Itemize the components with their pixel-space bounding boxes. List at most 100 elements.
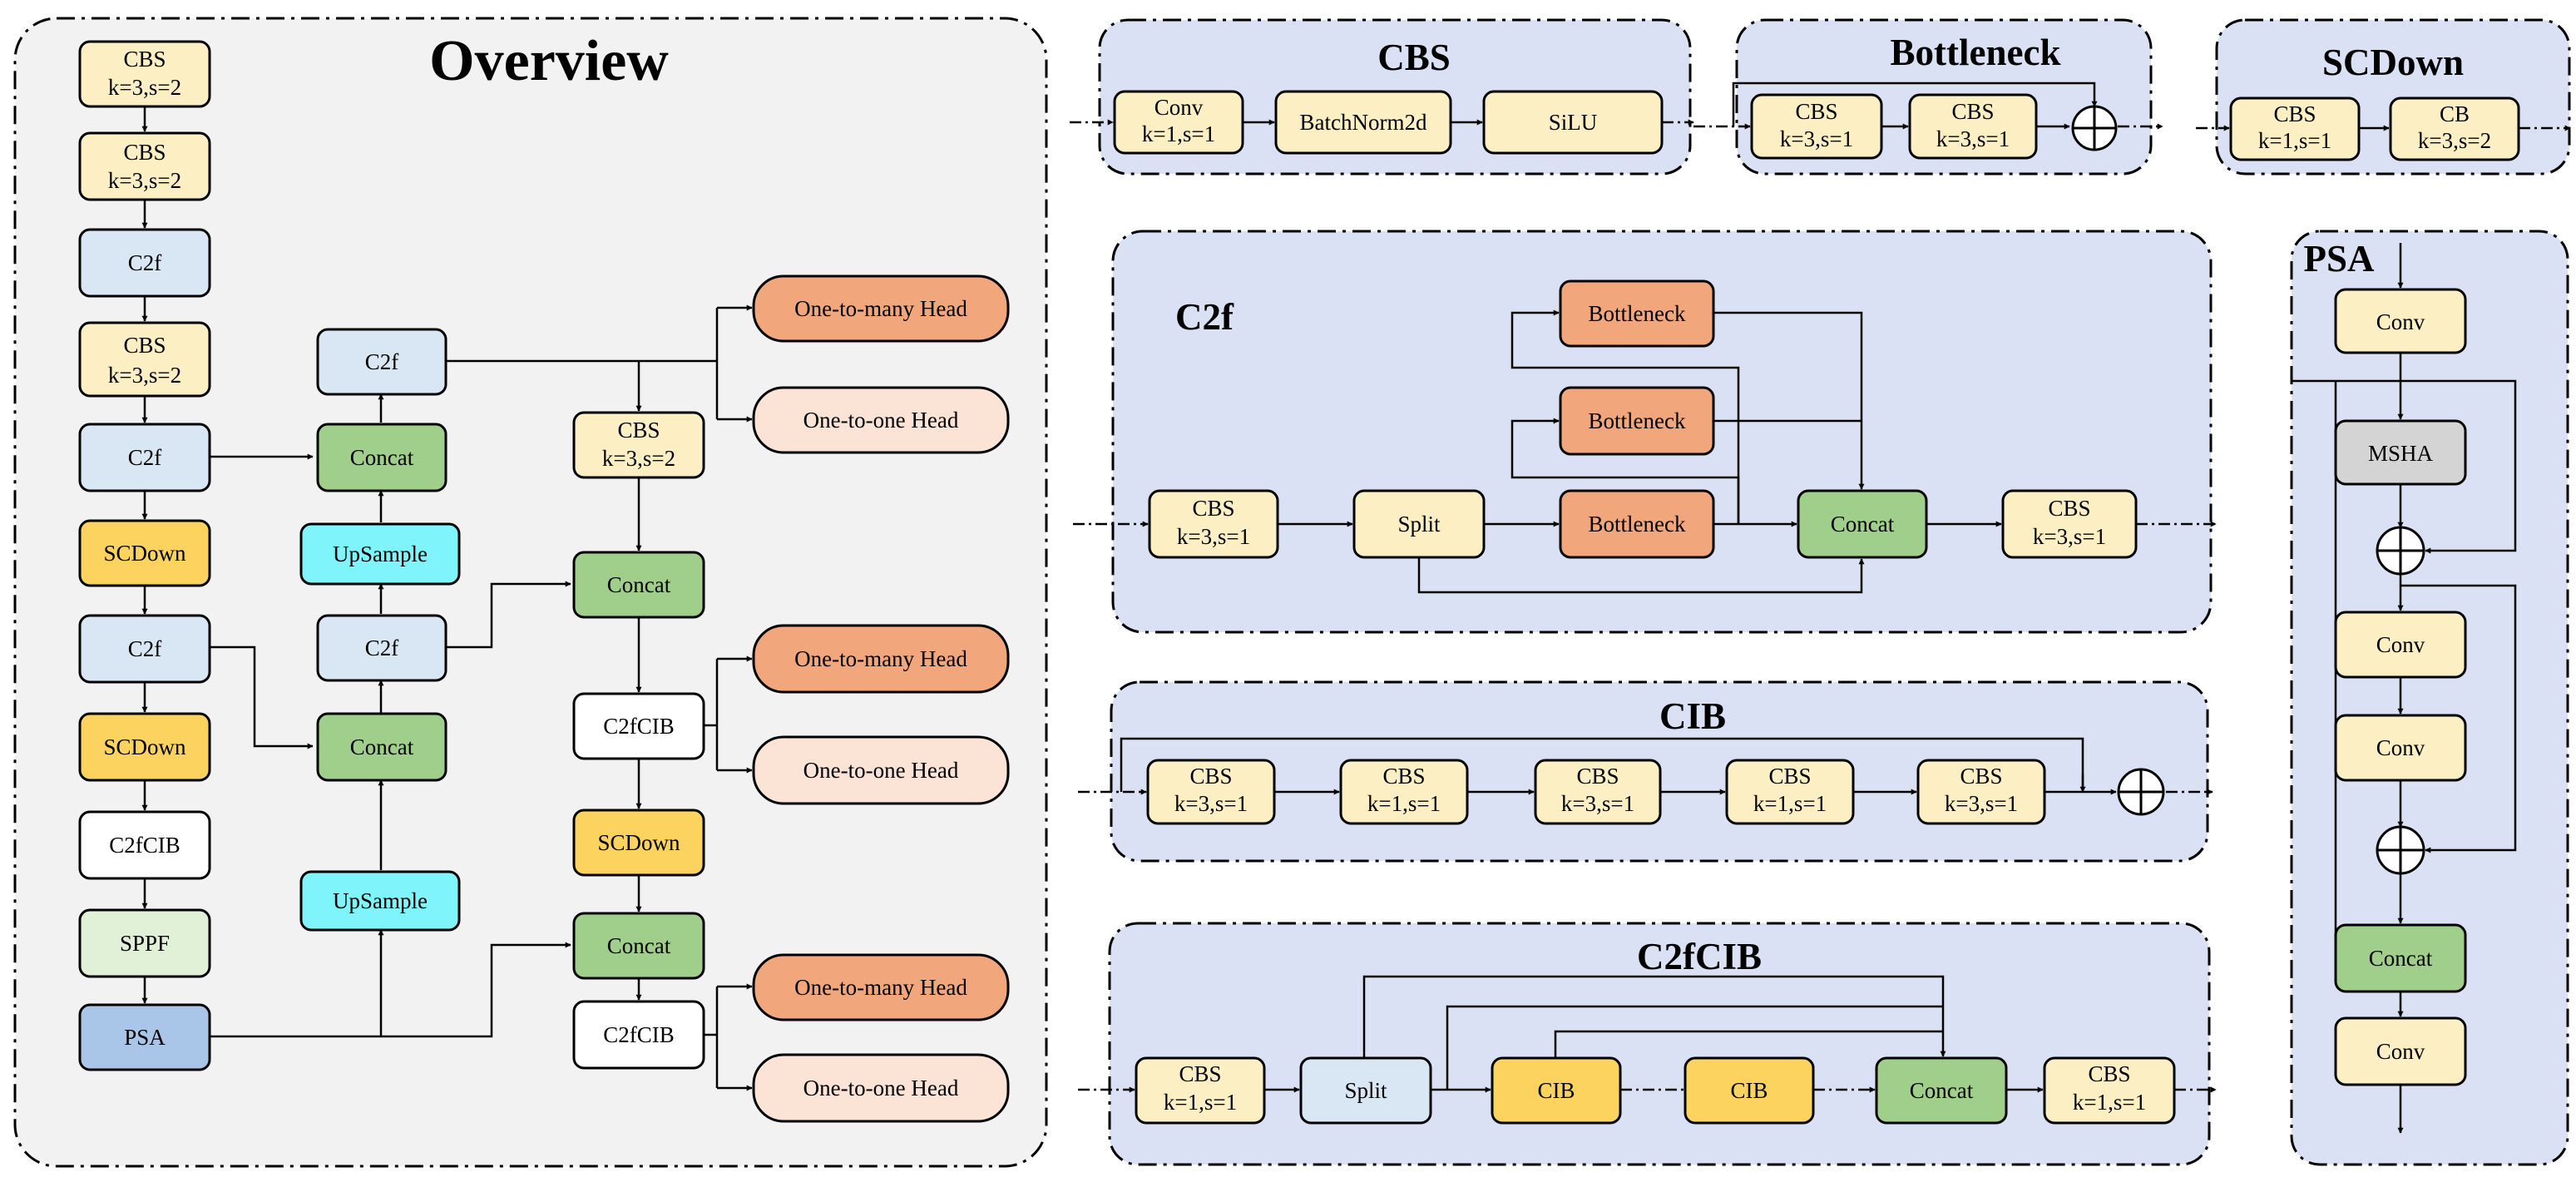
- node-label: Conv: [2376, 735, 2425, 760]
- c2fcib-panel-title: C2fCIB: [1637, 936, 1762, 977]
- scdown-cbs: CBS k=1,s=1: [2229, 96, 2361, 161]
- node-label: UpSample: [333, 542, 428, 566]
- head-one-to-one-1: One-to-one Head: [752, 386, 1010, 454]
- node-label: C2f: [128, 250, 162, 275]
- bottleneck-block: CBS k=3,s=1 CBS k=3,s=1: [1750, 93, 2118, 160]
- backbone-cbs-2: CBS k=3,s=2: [78, 131, 211, 201]
- backbone-scdown-1: SCDown: [78, 519, 211, 587]
- node-label: One-to-one Head: [803, 1076, 959, 1100]
- neck-upsample-top: UpSample: [299, 522, 461, 586]
- node-label: CBS: [1768, 764, 1811, 789]
- neck-scdown: SCDown: [572, 809, 705, 877]
- node-label: Split: [1344, 1078, 1387, 1103]
- head-one-to-one-2: One-to-one Head: [752, 735, 1010, 805]
- node-sublabel: k=3,s=2: [108, 75, 181, 100]
- node-sublabel: k=1,s=1: [1753, 791, 1827, 816]
- head-one-to-many-2: One-to-many Head: [752, 624, 1010, 694]
- node-label: One-to-one Head: [803, 408, 959, 433]
- node-label: CBS: [1960, 764, 2002, 789]
- node-label: Conv: [2376, 309, 2425, 334]
- psa-concat: Concat: [2334, 923, 2467, 993]
- overview-backbone: CBS k=3,s=2 CBS k=3,s=2 C2f CBS k=3,s=2 …: [78, 40, 211, 1071]
- psa-conv-1: Conv: [2334, 288, 2467, 354]
- bottleneck-cbs-2: CBS k=3,s=1: [1908, 93, 2038, 160]
- backbone-c2f-1: C2f: [78, 228, 211, 298]
- c2fcib-concat: Concat: [1875, 1056, 2008, 1125]
- c2f-cbs-in: CBS k=3,s=1: [1148, 489, 1279, 559]
- node-sublabel: k=3,s=1: [1177, 524, 1250, 549]
- c2f-edges: [1073, 309, 2217, 594]
- node-label: C2f: [128, 636, 162, 661]
- c2f-panel-title: C2f: [1175, 296, 1234, 338]
- head-one-to-one-3: One-to-one Head: [752, 1053, 1010, 1123]
- node-sublabel: k=3,s=2: [602, 446, 675, 471]
- backbone-c2fcib: C2fCIB: [78, 810, 211, 880]
- node-label: CBS: [1179, 1061, 1221, 1086]
- node-label: CBS: [123, 47, 166, 72]
- node-label: Conv: [1155, 95, 1204, 120]
- node-label: One-to-many Head: [794, 296, 967, 321]
- node-label: C2f: [128, 445, 162, 470]
- cbs-batchnorm: BatchNorm2d: [1274, 90, 1452, 155]
- bottleneck-panel-title: Bottleneck: [1891, 32, 2061, 73]
- node-label: CBS: [1576, 764, 1619, 789]
- cib-edges: [1078, 737, 2213, 795]
- node-sublabel: k=3,s=2: [108, 363, 181, 388]
- cib-cbs-4: CBS k=1,s=1: [1725, 759, 1855, 825]
- backbone-cbs-3: CBS k=3,s=2: [78, 321, 211, 398]
- neck-concat-mid: Concat: [316, 712, 447, 782]
- backbone-scdown-2: SCDown: [78, 712, 211, 782]
- node-label: CBS: [1382, 764, 1425, 789]
- node-label: CBS: [2088, 1061, 2130, 1086]
- bottleneck-cbs-1: CBS k=3,s=1: [1750, 93, 1883, 160]
- node-label: PSA: [124, 1025, 166, 1050]
- c2f-bottleneck-3: Bottleneck: [1559, 489, 1715, 559]
- cbs-silu: SiLU: [1482, 90, 1664, 155]
- cib-cbs-3: CBS k=3,s=1: [1534, 759, 1662, 825]
- node-sublabel: k=1,s=1: [1367, 791, 1441, 816]
- node-label: CBS: [1189, 764, 1232, 789]
- plus-circle-icon: [2376, 526, 2425, 576]
- c2fcib-cbs-in: CBS k=1,s=1: [1135, 1056, 1266, 1125]
- neck-concat-right-bottom: Concat: [572, 912, 705, 980]
- node-label: Bottleneck: [1589, 512, 1686, 537]
- backbone-sppf: SPPF: [78, 908, 211, 978]
- node-label: Conv: [2376, 632, 2425, 657]
- node-label: SCDown: [103, 734, 186, 759]
- overview-neck: C2f Concat UpSample C2f Concat UpSample …: [299, 328, 705, 1070]
- cib-cbs-5: CBS k=3,s=1: [1916, 759, 2046, 825]
- node-label: Concat: [350, 734, 414, 759]
- plus-circle-icon: [2376, 825, 2425, 875]
- cib-panel-title: CIB: [1659, 695, 1726, 737]
- node-sublabel: k=3,s=2: [2418, 128, 2491, 153]
- node-sublabel: k=1,s=1: [2258, 128, 2331, 153]
- cib-block: CBS k=3,s=1 CBS k=1,s=1 CBS k=3,s=1 CBS …: [1146, 759, 2165, 825]
- node-label: Concat: [2369, 946, 2433, 971]
- node-label: Conv: [2376, 1039, 2425, 1064]
- plus-circle-icon: [2071, 105, 2118, 151]
- node-label: Bottleneck: [1589, 301, 1686, 326]
- node-sublabel: k=3,s=1: [1561, 791, 1634, 816]
- node-label: CBS: [1951, 99, 1994, 124]
- psa-panel-title: PSA: [2303, 238, 2375, 279]
- node-label: BatchNorm2d: [1300, 110, 1427, 135]
- psa-conv-4: Conv: [2334, 1016, 2467, 1086]
- backbone-c2f-3: C2f: [78, 614, 211, 684]
- psa-conv-3: Conv: [2334, 714, 2467, 782]
- node-label: MSHA: [2368, 441, 2434, 466]
- c2f-block: CBS k=3,s=1 Split Bottleneck Bottleneck …: [1148, 279, 2138, 559]
- node-label: Split: [1397, 512, 1441, 537]
- node-sublabel: k=3,s=1: [1174, 791, 1248, 816]
- node-sublabel: k=1,s=1: [1142, 121, 1215, 146]
- node-label: Concat: [1831, 512, 1895, 537]
- node-label: C2f: [365, 636, 399, 660]
- node-sublabel: k=3,s=1: [2033, 524, 2106, 549]
- node-label: One-to-many Head: [794, 646, 967, 671]
- overview-title: Overview: [429, 29, 669, 93]
- c2f-cbs-out: CBS k=3,s=1: [2001, 489, 2138, 559]
- plus-circle-icon: [2117, 768, 2165, 816]
- node-sublabel: k=3,s=1: [1936, 126, 2010, 151]
- c2fcib-split: Split: [1299, 1056, 1432, 1125]
- node-label: Concat: [1910, 1078, 1974, 1103]
- c2fcib-cib-1: CIB: [1491, 1056, 1622, 1125]
